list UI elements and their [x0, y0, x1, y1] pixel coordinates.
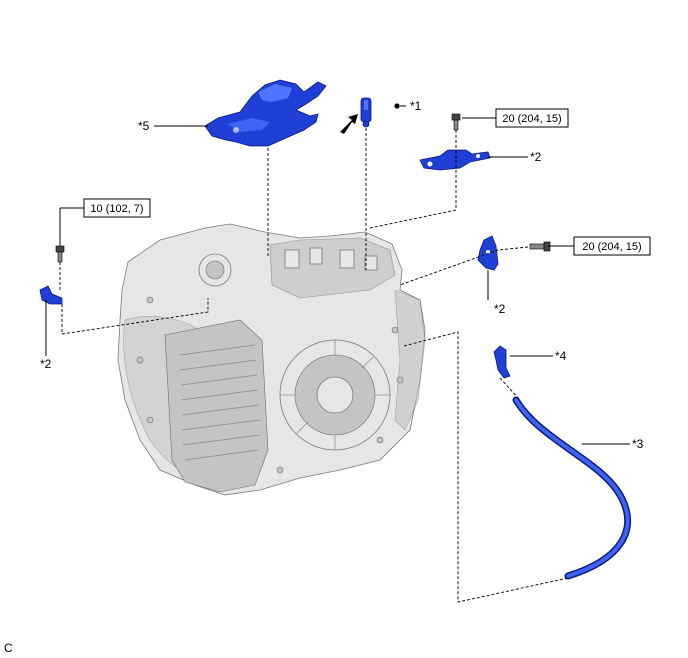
part-3-hose: [512, 396, 632, 580]
bolt-left: [55, 245, 65, 263]
top-details: [198, 247, 378, 287]
callout-2-left: *2: [40, 357, 52, 371]
part-2-bracket-left: [39, 285, 63, 305]
torque-value-1: 20 (204, 15): [502, 113, 561, 125]
bolts: [136, 296, 404, 474]
diff-spokes: [280, 340, 390, 450]
bolt-right: [529, 241, 551, 252]
torque-box-top-right: 20 (204, 15): [495, 108, 569, 128]
callout-2-top: *2: [530, 150, 542, 164]
callout-1: *1: [410, 99, 422, 113]
bullet-dot-icon: [394, 103, 400, 109]
callout-5: *5: [138, 119, 150, 133]
transmission-assembly: [117, 223, 426, 496]
callout-2-right: *2: [494, 302, 506, 316]
callout-3: *3: [632, 437, 644, 451]
part-1-sensor: [360, 97, 372, 128]
footer-code: C: [4, 641, 13, 655]
cover-ribs: [179, 344, 261, 461]
part-2-bracket-top: [419, 149, 491, 171]
torque-value-3: 10 (102, 7): [90, 203, 143, 215]
assembly-guidelines: [59, 128, 569, 603]
part-5-cover: [204, 79, 327, 147]
callout-4: *4: [555, 349, 567, 363]
torque-box-right: 20 (204, 15): [573, 236, 651, 256]
torque-value-2: 20 (204, 15): [582, 241, 641, 253]
solid-arrow-icon: [340, 114, 358, 134]
leader-lines: [45, 105, 630, 445]
torque-box-left: 10 (102, 7): [83, 198, 151, 218]
part-2-bracket-right: [477, 235, 499, 271]
part-4-sensor: [493, 345, 511, 379]
bolt-top: [451, 113, 461, 131]
